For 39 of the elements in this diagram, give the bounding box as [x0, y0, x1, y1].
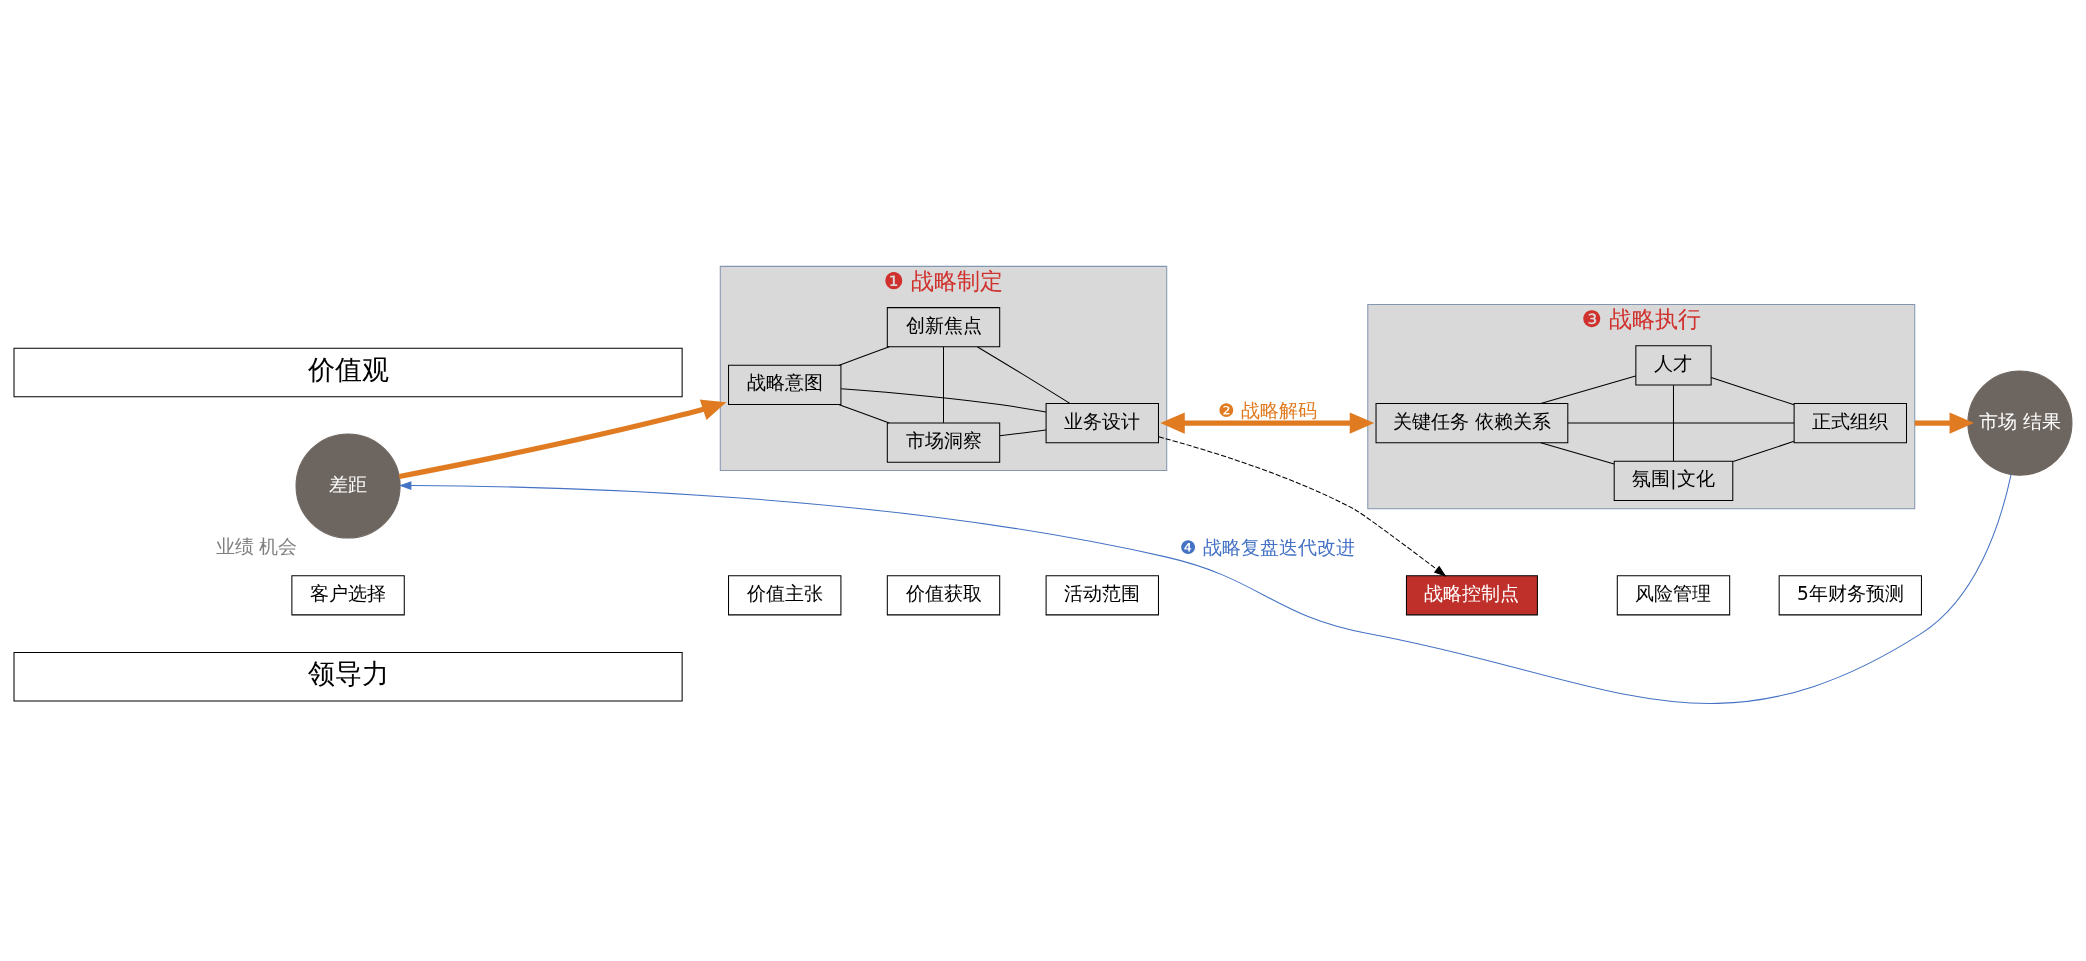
node-box: 关键任务 依赖关系: [1375, 402, 1569, 443]
arrow: [398, 399, 727, 479]
connector: [838, 345, 890, 366]
connector: [1567, 422, 1795, 424]
node-box: 创新焦点: [886, 306, 1001, 347]
node-box: 价值观: [13, 347, 683, 397]
node-box: 活动范围: [1045, 574, 1159, 615]
connector: [1672, 384, 1674, 461]
arrow: [1158, 435, 1447, 577]
connector: [838, 403, 890, 424]
node-box: 客户选择: [291, 574, 405, 615]
node-box: 正式组织: [1793, 402, 1907, 443]
node-box: 5年财务预测: [1778, 574, 1922, 615]
connector: [1540, 375, 1637, 404]
connector: [977, 345, 1071, 404]
node-circle: 差距: [295, 432, 401, 539]
node-circle: 市场 结果: [1967, 370, 2073, 476]
node-box: 战略控制点: [1405, 574, 1538, 615]
node-box: 价值获取: [886, 574, 1001, 615]
connector: [1540, 441, 1615, 464]
node-box: 业务设计: [1045, 402, 1159, 443]
edge-label: ❷ 战略解码: [1217, 399, 1317, 421]
node-box: 价值主张: [728, 574, 842, 615]
node-box: 战略意图: [728, 364, 842, 405]
arrow: [399, 473, 2012, 704]
connector: [999, 429, 1047, 436]
connector: [943, 346, 944, 423]
connector: [840, 387, 1047, 413]
arrow: [1160, 411, 1375, 434]
node-box: 领导力: [13, 651, 683, 701]
node-box: 氛围|文化: [1613, 460, 1734, 501]
arrow: [1914, 411, 1975, 434]
connector: [1710, 376, 1795, 405]
node-box: 风险管理: [1616, 574, 1731, 615]
node-box: 人才: [1635, 344, 1712, 385]
node-label: 业绩 机会: [215, 535, 298, 557]
connector: [1732, 440, 1795, 462]
edge-label: ❹ 战略复盘迭代改进: [1179, 536, 1355, 558]
node-box: 市场洞察: [886, 422, 1001, 463]
